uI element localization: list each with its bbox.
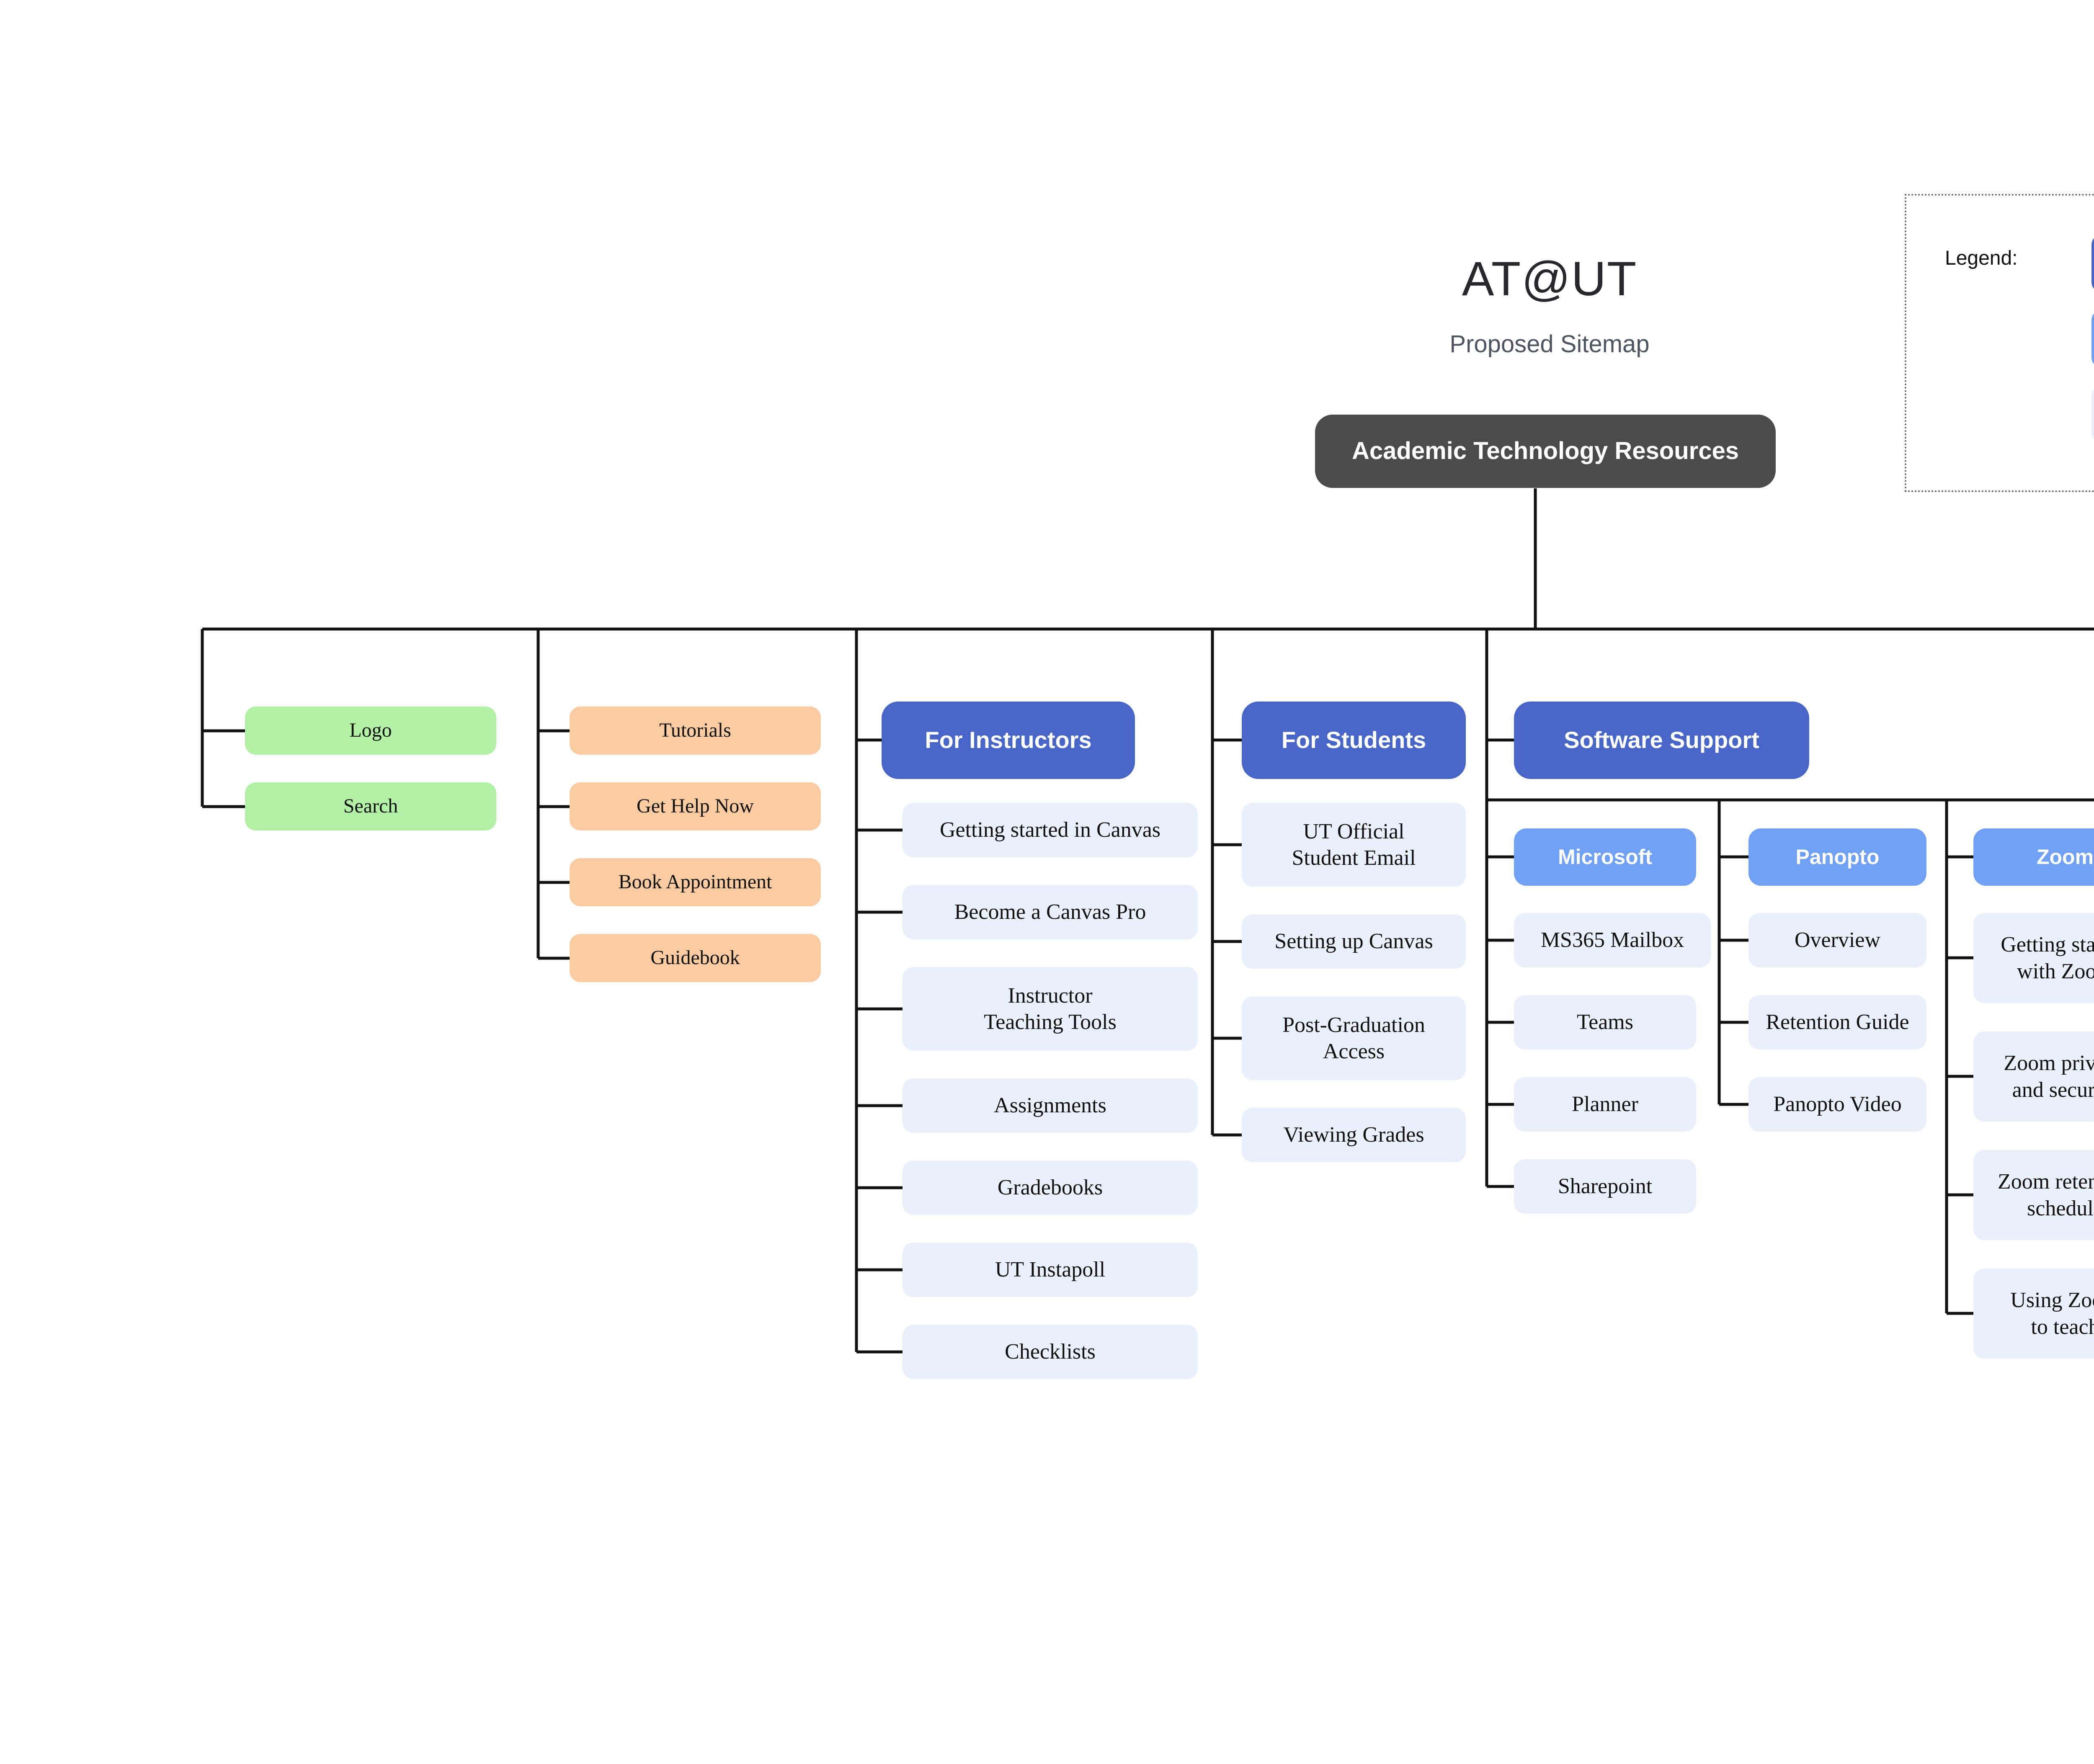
node-root-academic-technology-resources: Academic Technology Resources xyxy=(1315,415,1776,488)
page-getting-started-with-zoom: Getting started with Zoom xyxy=(1973,913,2094,1003)
node-logo: Logo xyxy=(245,707,496,755)
subcategory-zoom: Zoom xyxy=(1973,828,2094,886)
connector-for-instructors xyxy=(855,629,903,1354)
legend-label: Legend: xyxy=(1945,247,2018,269)
page-ut-official-student-email: UT Official Student Email xyxy=(1242,803,1466,887)
page-post-graduation-access: Post-Graduation Access xyxy=(1242,996,1466,1080)
page-title: AT@UT xyxy=(1462,252,1638,306)
node-guidebook: Guidebook xyxy=(570,934,821,982)
page-ut-instapoll: UT Instapoll xyxy=(903,1243,1198,1297)
subcategory-microsoft: Microsoft xyxy=(1514,828,1696,886)
page-assignments: Assignments xyxy=(903,1078,1198,1133)
connector-panopto xyxy=(1717,800,1748,1106)
legend-item-pages: pages xyxy=(2091,385,2094,444)
page-setting-up-canvas: Setting up Canvas xyxy=(1242,914,1466,969)
page-overview: Overview xyxy=(1748,913,1926,967)
section-software-support: Software Support xyxy=(1514,701,1809,779)
page-zoom-privacy-and-security: Zoom privacy and security xyxy=(1973,1032,2094,1122)
page-getting-started-in-canvas: Getting started in Canvas xyxy=(903,803,1198,857)
page-teams: Teams xyxy=(1514,995,1696,1050)
page-instructor-teaching-tools: Instructor Teaching Tools xyxy=(903,967,1198,1051)
page-ms365-mailbox: MS365 Mailbox xyxy=(1514,913,1711,967)
legend-item-sections: sections xyxy=(2091,234,2094,293)
node-get-help-now: Get Help Now xyxy=(570,782,821,830)
section-for-instructors: For Instructors xyxy=(882,701,1135,779)
legend-item-subcategories: Subcategories xyxy=(2091,309,2094,368)
page-subtitle: Proposed Sitemap xyxy=(1449,330,1650,358)
page-planner: Planner xyxy=(1514,1077,1696,1132)
page-using-zoom-to-teach: Using Zoom to teach xyxy=(1973,1269,2094,1359)
page-become-a-canvas-pro: Become a Canvas Pro xyxy=(903,885,1198,939)
connector-software-support xyxy=(1485,629,2094,1188)
page-panopto-video: Panopto Video xyxy=(1748,1077,1926,1132)
page-checklists: Checklists xyxy=(903,1325,1198,1379)
connector-top-menu xyxy=(201,629,245,808)
page-viewing-grades: Viewing Grades xyxy=(1242,1108,1466,1162)
subcategory-panopto: Panopto xyxy=(1748,828,1926,886)
page-sharepoint: Sharepoint xyxy=(1514,1159,1696,1214)
node-book-appointment: Book Appointment xyxy=(570,858,821,906)
page-zoom-retention-schedule: Zoom retention schedule xyxy=(1973,1150,2094,1240)
connector-for-students xyxy=(1211,629,1242,1137)
page-gradebooks: Gradebooks xyxy=(903,1161,1198,1215)
section-for-students: For Students xyxy=(1242,701,1466,779)
page-retention-guide: Retention Guide xyxy=(1748,995,1926,1050)
connector-zoom xyxy=(1945,800,1973,1315)
legend: Legend: sections Top Menu Subcategories … xyxy=(1905,194,2094,492)
connector-quick-access xyxy=(536,629,570,960)
node-tutorials: Tutorials xyxy=(570,707,821,755)
node-search: Search xyxy=(245,782,496,830)
